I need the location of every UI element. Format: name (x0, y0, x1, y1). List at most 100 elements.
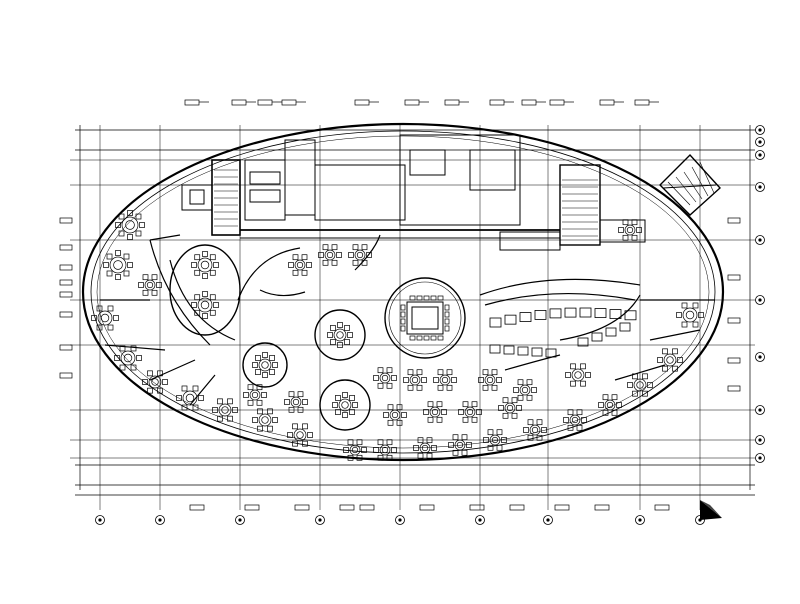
dimension-tag (594, 504, 610, 511)
chair (377, 382, 384, 389)
chair (262, 372, 268, 378)
dimension-tag (59, 372, 73, 379)
chair (622, 234, 629, 241)
chair (335, 409, 341, 415)
table-top (624, 224, 636, 236)
dimension-tag (59, 244, 73, 251)
chair (302, 440, 308, 447)
dimension-tag (727, 385, 741, 392)
table-top (324, 249, 336, 261)
grid-bubble-dot (158, 518, 162, 522)
table-lazy-susan (292, 398, 300, 406)
dimension-tag (59, 311, 73, 318)
chair (113, 315, 119, 321)
booth-seat (549, 308, 562, 319)
dimension-tag (59, 279, 73, 286)
round-table (565, 363, 591, 387)
chair (462, 401, 469, 408)
chair (349, 395, 355, 401)
dimension-tag (521, 99, 537, 106)
chair (437, 295, 444, 301)
chair (292, 440, 298, 447)
table-top (429, 406, 441, 418)
chair (407, 369, 414, 376)
chair (416, 384, 423, 391)
chair (501, 437, 507, 443)
chair (482, 384, 489, 391)
round-table (288, 254, 312, 276)
chair (373, 447, 379, 453)
chair (426, 437, 433, 444)
chair (342, 392, 348, 398)
chair (433, 377, 439, 383)
dimension-tag (231, 99, 247, 106)
chair (417, 452, 424, 459)
chair (322, 244, 329, 251)
dimension-tag (354, 99, 370, 106)
table-top (144, 279, 156, 291)
chair (580, 380, 586, 387)
table-lazy-susan (381, 446, 389, 454)
table-lazy-susan (341, 401, 349, 409)
table-lazy-susan (606, 401, 614, 409)
chair (287, 432, 293, 438)
chair (191, 302, 197, 308)
chair (441, 409, 447, 415)
chair (191, 262, 197, 268)
table-top (409, 374, 421, 386)
chair (396, 404, 403, 411)
chair (202, 273, 208, 279)
chair (461, 434, 468, 441)
table-lazy-susan (326, 251, 334, 259)
chair (252, 362, 258, 368)
dimension-tag (599, 99, 615, 106)
round-table (433, 369, 457, 391)
chair (337, 322, 343, 328)
chair (400, 304, 406, 311)
chair (262, 352, 268, 358)
table-top (519, 384, 531, 396)
chair (119, 364, 126, 371)
chair (511, 397, 518, 404)
chair (91, 315, 97, 321)
chair (598, 402, 604, 408)
table-lazy-susan (531, 426, 539, 434)
chair (217, 398, 223, 405)
chair (452, 434, 459, 441)
chair (198, 395, 204, 401)
table-lazy-susan (685, 310, 695, 320)
chair (306, 262, 312, 268)
stair-tread (699, 161, 715, 194)
chair (565, 372, 571, 378)
chair (267, 425, 273, 432)
chair (400, 318, 406, 325)
booth-seat (609, 309, 622, 319)
chair (142, 274, 149, 281)
stair-tread (691, 166, 709, 197)
chair (416, 369, 423, 376)
round-table (513, 379, 537, 401)
table-lazy-susan (571, 416, 579, 424)
booth-seat (605, 327, 617, 337)
table-lazy-susan (636, 381, 644, 389)
chair (343, 447, 349, 453)
dimension-tag (509, 504, 525, 511)
dimension-tag (469, 504, 485, 511)
chair (632, 390, 638, 397)
table-lazy-susan (626, 226, 634, 234)
round-table (348, 244, 372, 266)
table-lazy-susan (666, 356, 674, 364)
chair (331, 259, 338, 266)
table-top (663, 353, 677, 367)
table-top (258, 413, 272, 427)
chair (301, 269, 308, 276)
chair (692, 321, 699, 328)
chair (209, 269, 216, 276)
building-outline (81, 122, 725, 462)
chair (297, 406, 304, 413)
dimension-tag (549, 99, 565, 106)
dimension-tag (184, 99, 200, 106)
chair (107, 324, 114, 331)
